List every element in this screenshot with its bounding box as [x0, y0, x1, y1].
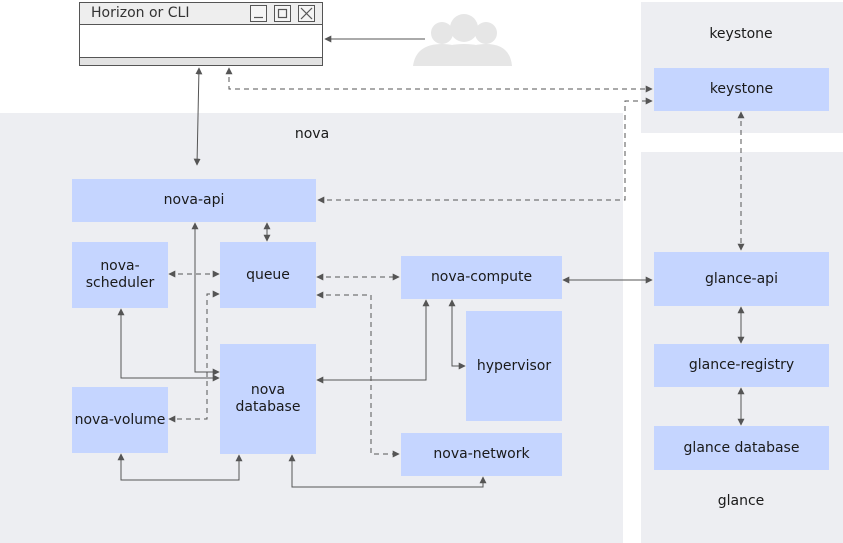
glance-api-node[interactable]: glance-api: [654, 252, 829, 306]
connector-compute-hypervisor: [448, 299, 466, 370]
close-icon[interactable]: [298, 5, 315, 22]
keystone-region: [641, 2, 843, 133]
glance-database-label: glance database: [683, 439, 800, 456]
queue-label: queue: [246, 266, 290, 283]
connector-window-nova-api: [193, 67, 203, 166]
connector-scheduler-database: [117, 308, 220, 382]
glance-api-label: glance-api: [705, 270, 778, 287]
queue-node[interactable]: queue: [220, 242, 316, 308]
window-footer: [80, 57, 322, 65]
window-title-bar[interactable]: Horizon or CLI: [80, 3, 322, 25]
connector-nova-api-keystone: [317, 97, 653, 204]
keystone-node-label: keystone: [709, 81, 774, 97]
glance-registry-label: glance-registry: [688, 357, 795, 373]
connector-compute-database: [316, 299, 430, 384]
maximize-icon[interactable]: [274, 5, 291, 22]
horizon-cli-window[interactable]: Horizon or CLI: [79, 2, 323, 66]
nova-scheduler-node[interactable]: nova- scheduler: [72, 242, 168, 308]
glance-registry-node[interactable]: glance-registry: [654, 344, 829, 387]
connector-queue-volume: [168, 290, 220, 423]
connector-window-keystone: [225, 67, 653, 93]
connector-queue-network: [316, 291, 400, 458]
glance-region-label: glance: [717, 493, 765, 509]
nova-compute-label: nova-compute: [430, 269, 533, 285]
minimize-icon[interactable]: [250, 5, 267, 22]
nova-database-node[interactable]: nova database: [220, 344, 316, 454]
keystone-node[interactable]: keystone: [654, 68, 829, 111]
connector-database-network: [288, 454, 487, 488]
nova-volume-node[interactable]: nova-volume: [72, 387, 168, 453]
nova-scheduler-label: nova- scheduler: [85, 258, 155, 291]
glance-database-node[interactable]: glance database: [654, 426, 829, 470]
nova-compute-node[interactable]: nova-compute: [401, 256, 562, 299]
hypervisor-label: hypervisor: [476, 357, 552, 374]
nova-volume-label: nova-volume: [74, 411, 166, 428]
connector-volume-database: [117, 453, 243, 481]
keystone-region-label: keystone: [709, 26, 773, 42]
nova-api-node[interactable]: nova-api: [72, 179, 316, 222]
window-title: Horizon or CLI: [91, 5, 190, 21]
nova-database-label: nova database: [235, 382, 301, 415]
hypervisor-node[interactable]: hypervisor: [466, 311, 562, 421]
nova-api-label: nova-api: [163, 192, 225, 208]
